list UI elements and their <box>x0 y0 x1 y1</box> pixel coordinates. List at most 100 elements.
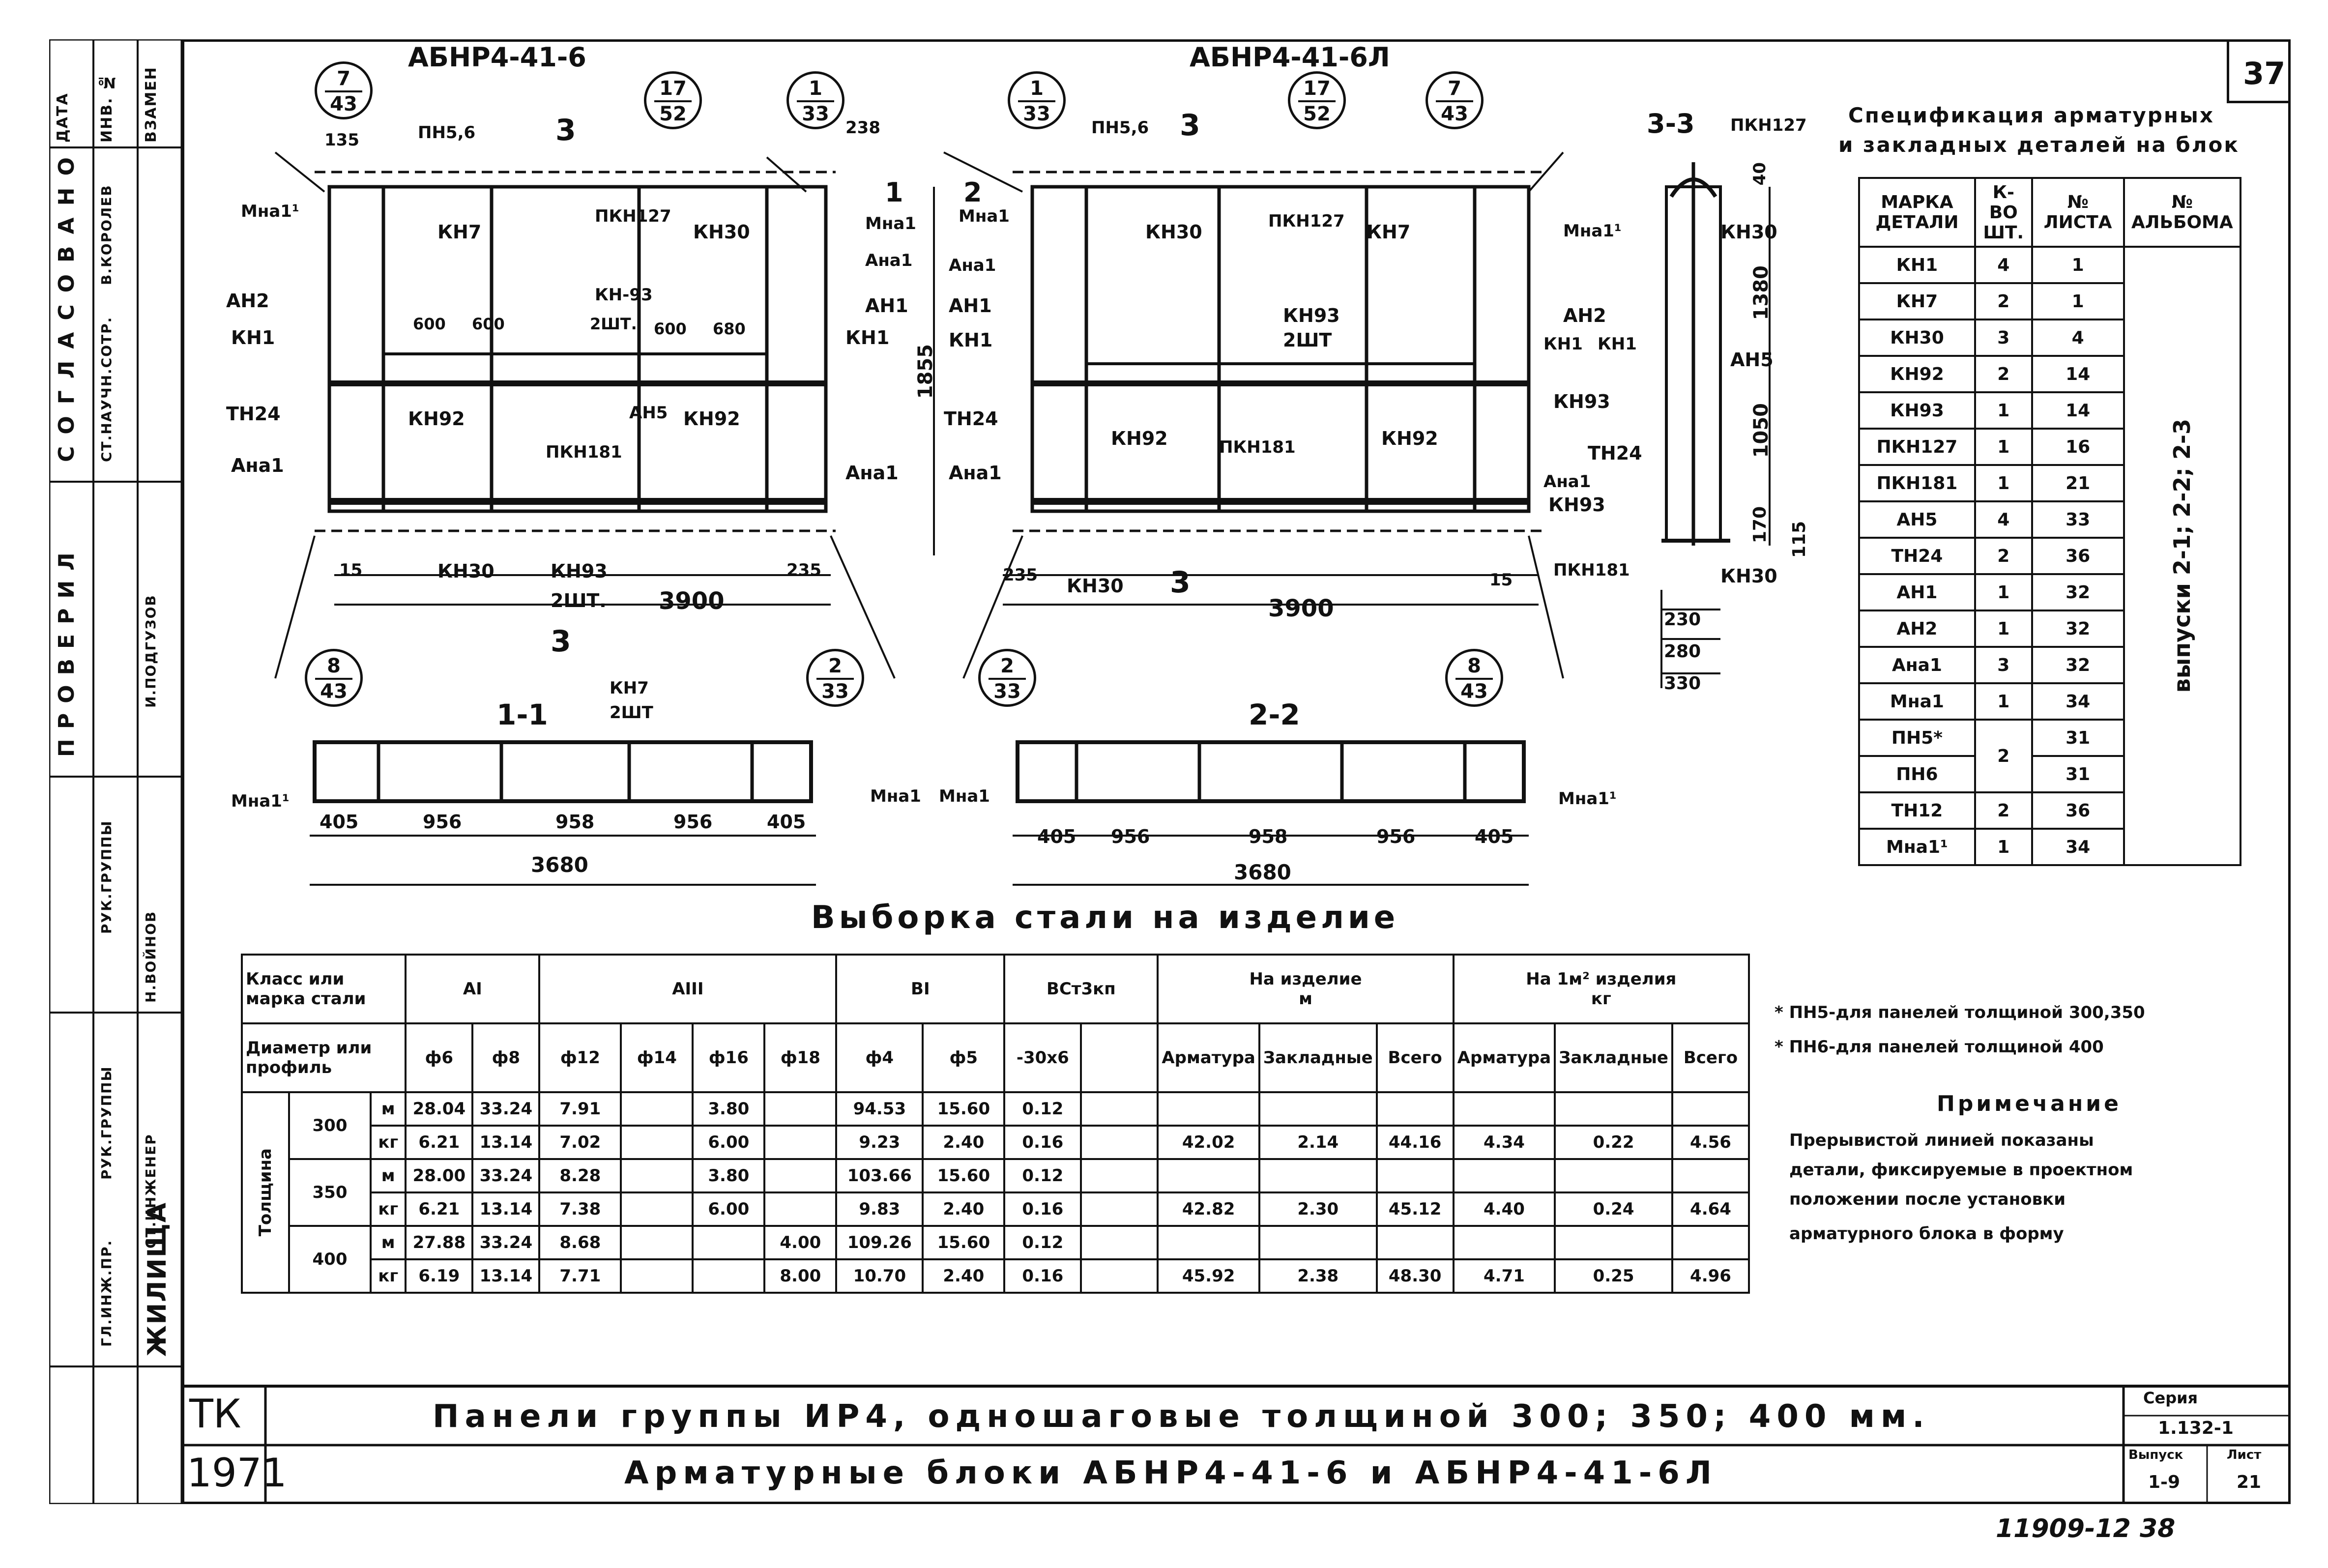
l-lbl-23: АН5 <box>629 403 668 423</box>
right-block-title: АБНР4-41-6Л <box>1190 42 1390 73</box>
note-heading: Примечание <box>1937 1091 2122 1116</box>
r-lbl-10: КН93 <box>1283 305 1340 326</box>
r-lbl-18: ПКН181 <box>1219 437 1296 457</box>
s22-lbl-5: 956 <box>1376 826 1416 847</box>
l-lbl-33: 3900 <box>659 587 725 615</box>
l-lbl-22: КН92 <box>408 408 465 430</box>
note-line-2: детали, фиксируемые в проектном <box>1789 1160 2133 1180</box>
l-lbl-27: Ана1 <box>845 462 899 484</box>
l-lbl-8: КН30 <box>693 221 750 243</box>
s33-lbl-13: 230 <box>1664 610 1701 630</box>
r-lbl-0: ПН5,6 <box>1091 118 1149 138</box>
callout-sheet-ref: 52 <box>659 103 687 125</box>
sheet-number: 37 <box>2243 56 2286 91</box>
l-lbl-16: 600 <box>472 315 505 333</box>
left-block-title: АБНР4-41-6 <box>408 42 586 73</box>
steel-h-a3: АIII <box>538 954 838 1024</box>
s33-lbl-5: 1050 <box>1750 403 1773 458</box>
s33-lbl-15: 330 <box>1664 673 1701 694</box>
r-lbl-16: ТН24 <box>944 408 998 430</box>
steel-h-class: Класс или марка стали <box>240 954 407 1024</box>
l-lbl-12: КН1 <box>231 327 275 348</box>
l-lbl-19: 680 <box>713 319 746 338</box>
callout-sheet-ref: 43 <box>330 93 357 116</box>
s33-lbl-1: КН30 <box>1720 221 1777 243</box>
r-lbl-9: АН1 <box>949 295 992 317</box>
sheet-frame <box>182 39 2291 1504</box>
r-lbl-14: КН1 <box>1543 334 1583 354</box>
s22-lbl-4: 958 <box>1249 826 1288 847</box>
r-lbl-5: ПКН127 <box>1268 211 1345 231</box>
note-pn6: * ПН6-для панелей толщиной 400 <box>1775 1037 2104 1057</box>
issue-value: 1-9 <box>2148 1472 2181 1492</box>
note-line-3: положении после установки <box>1789 1190 2066 1209</box>
l-lbl-7: ПКН127 <box>595 206 671 226</box>
l-lbl-32: 2ШТ. <box>551 590 607 611</box>
s33-lbl-0: ПКН127 <box>1730 116 1807 135</box>
s22-lbl-1: Мна1¹ <box>1558 789 1617 809</box>
l-lbl-20: КН1 <box>845 327 890 348</box>
s33-lbl-11: 170 <box>1750 506 1770 544</box>
section-22-title: 2-2 <box>1249 698 1300 731</box>
side-stamp: ДАТА ИНВ. № ВЗАМЕН СОГЛАСОВАНО В.КОРОЛЕВ… <box>49 39 182 1504</box>
callout-sheet-ref: 33 <box>821 680 849 703</box>
spec-title-1: Спецификация арматурных <box>1848 103 2214 127</box>
s22-lbl-7: 3680 <box>1234 860 1291 884</box>
spec-title-2: и закладных деталей на блок <box>1838 133 2240 157</box>
s33-lbl-9: ПКН181 <box>1553 560 1630 580</box>
s33-lbl-16: 40 <box>1750 162 1770 186</box>
r-lbl-1: 3 <box>1180 108 1200 143</box>
s33-lbl-4: КН93 <box>1553 391 1610 412</box>
section-11-title: 1-1 <box>496 698 548 731</box>
l-lbl-4: 1 <box>885 177 903 208</box>
r-lbl-24: 3900 <box>1268 595 1334 622</box>
l-lbl-25: ПКН181 <box>546 442 622 462</box>
sheet-value: 21 <box>2237 1472 2262 1492</box>
steel-table: Класс или марка стали АI АIII ВI ВСт3кп … <box>240 954 1750 1294</box>
l-lbl-10: АН2 <box>226 290 269 312</box>
steel-h-a1: АI <box>405 954 541 1024</box>
r-lbl-7: Мна1¹ <box>1563 221 1622 241</box>
sheet-label: Лист <box>2227 1448 2262 1462</box>
s22-lbl-3: 956 <box>1111 826 1150 847</box>
title-year: 1971 <box>187 1450 287 1496</box>
s33-lbl-14: 280 <box>1664 641 1701 662</box>
l-lbl-14: АН1 <box>865 295 908 317</box>
r-lbl-25: 15 <box>1489 570 1513 590</box>
l-lbl-34: 3 <box>551 624 571 659</box>
side-stamp-lines <box>49 39 182 1504</box>
r-lbl-6: КН7 <box>1367 221 1411 243</box>
s33-lbl-10: КН30 <box>1720 565 1777 587</box>
sheet-number-box: 37 <box>2227 39 2291 103</box>
s11-lbl-0: КН7 <box>610 678 649 698</box>
l-lbl-11: Ана1 <box>865 251 913 270</box>
steel-h-diam: Диаметр или профиль <box>240 1022 407 1093</box>
s33-lbl-8: КН93 <box>1548 494 1605 516</box>
s11-lbl-4: 405 <box>320 811 359 833</box>
l-lbl-1: 135 <box>324 130 359 150</box>
s33-lbl-2: 1380 <box>1750 265 1773 320</box>
s11-lbl-6: 958 <box>555 811 595 833</box>
callout-sheet-ref: 33 <box>1023 103 1050 125</box>
l-lbl-5: Мна1¹ <box>241 202 299 221</box>
callout-sheet-ref: 43 <box>1441 103 1468 125</box>
